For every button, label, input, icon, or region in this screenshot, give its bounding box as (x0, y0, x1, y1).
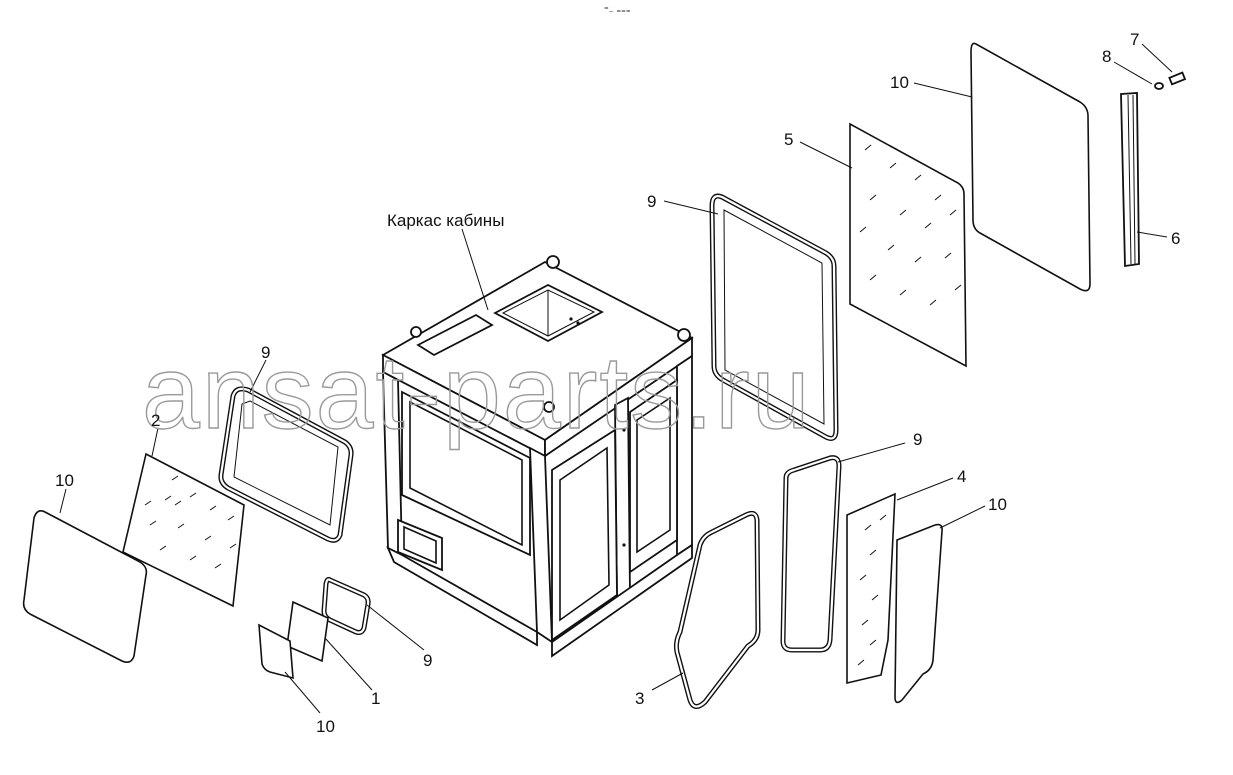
callout-10-narrow: 10 (988, 495, 1007, 514)
glass-4 (846, 492, 896, 685)
glass-2 (122, 452, 245, 608)
header-mark: ⁼₋ ₌₌₌ (604, 6, 631, 16)
callout-8: 8 (1102, 47, 1111, 66)
seal-9-narrow (780, 455, 842, 653)
callout-9-small: 9 (423, 651, 432, 670)
callout-7: 7 (1130, 30, 1139, 49)
watermark: ansat-parts.ru (142, 335, 812, 451)
callout-3: 3 (635, 689, 644, 708)
callout-4: 4 (957, 467, 966, 486)
bar-6 (1120, 92, 1140, 268)
washer-8 (1154, 82, 1164, 90)
title-label: Каркас кабины (387, 211, 504, 230)
bolt-7 (1168, 71, 1187, 86)
seal-9-upper-left (218, 386, 354, 543)
callout-10-left: 10 (55, 471, 74, 490)
seal-9-small (321, 577, 371, 635)
cab-frame (381, 255, 694, 658)
seal-3 (673, 510, 761, 709)
callout-10-small: 10 (316, 717, 335, 736)
callout-5: 5 (784, 130, 793, 149)
glass-10-small (258, 623, 294, 680)
seal-9-big (709, 193, 839, 441)
callout-10-top-right: 10 (890, 73, 909, 92)
glass-10-narrow (894, 523, 943, 704)
callout-2: 2 (151, 411, 160, 430)
glass-10-top-right (970, 42, 1091, 292)
glass-10-left (22, 510, 148, 663)
leader-lines (59, 43, 1173, 714)
callout-1: 1 (371, 689, 380, 708)
glass-5 (849, 122, 967, 368)
callout-9-big: 9 (647, 192, 656, 211)
callout-9-upper-left: 9 (261, 343, 270, 362)
glass-1 (286, 600, 329, 663)
callout-9-narrow: 9 (913, 430, 922, 449)
glass-texture-marks (144, 144, 962, 666)
callout-6: 6 (1171, 229, 1180, 248)
